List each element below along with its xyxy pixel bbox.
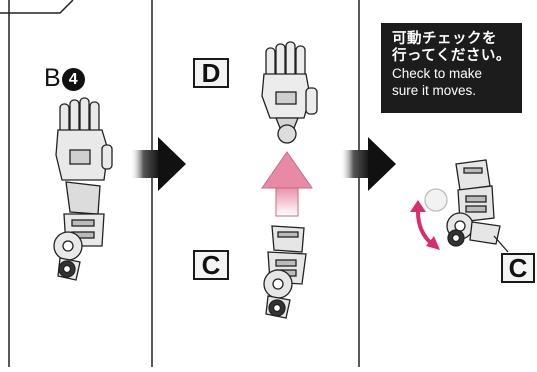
forearm-part-c (263, 225, 307, 319)
right-arrow-icon (130, 137, 186, 191)
note-en-line1: Check to make (392, 66, 483, 81)
panel-dividers (0, 0, 360, 367)
note-jp-line1: 可動チェックを (392, 31, 497, 47)
note-en-line2: sure it moves. (392, 83, 477, 98)
movement-check-note: 可動チェックを 行ってください。 Check to make sure it m… (381, 23, 522, 113)
part-label-c-result: C (501, 253, 535, 283)
part-label-c: C (193, 250, 229, 280)
rotated-arm-part (424, 159, 509, 253)
part-ref-number-badge: 4 (61, 68, 85, 91)
hand-part-d (261, 41, 318, 144)
rotate-arrow-icon (410, 200, 440, 250)
insert-up-arrow-icon (261, 151, 313, 217)
part-ref-letter: B (44, 64, 61, 92)
part-label-d: D (193, 58, 229, 88)
right-arrow-icon (340, 137, 396, 191)
arm-assembly-part (53, 97, 113, 281)
note-jp-line2: 行ってください。 (392, 48, 511, 64)
